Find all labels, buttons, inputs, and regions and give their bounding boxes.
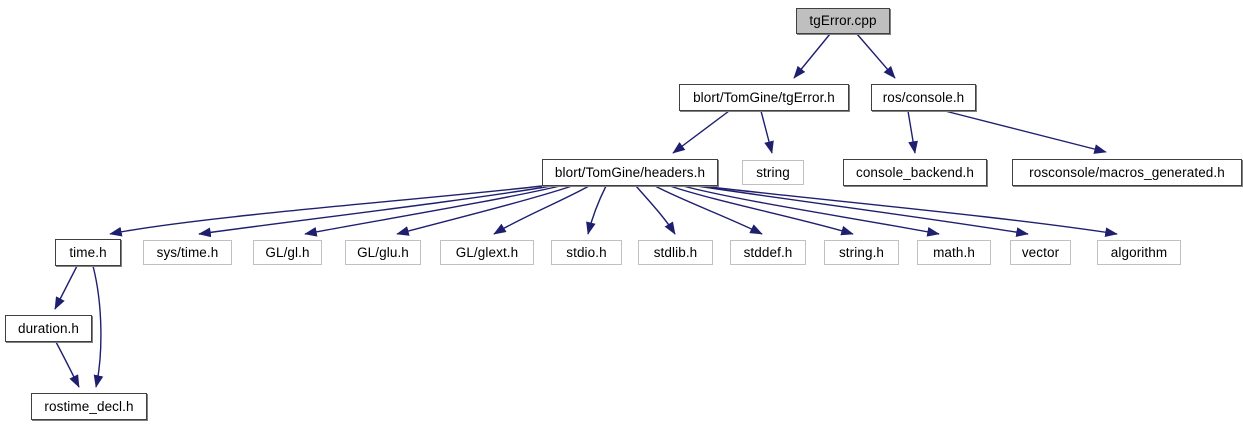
graph-edge [856, 33, 896, 79]
graph-edge [493, 185, 590, 235]
graph-node-macros-generated-h[interactable]: rosconsole/macros_generated.h [1012, 159, 1242, 186]
graph-node-label: rostime_decl.h [44, 398, 134, 414]
graph-node-label: time.h [69, 244, 107, 260]
graph-node-console-backend-h[interactable]: console_backend.h [843, 159, 987, 186]
graph-edge [672, 110, 730, 154]
graph-node-duration-h[interactable]: duration.h [5, 315, 92, 342]
graph-node-label: blort/TomGine/headers.h [554, 164, 706, 180]
graph-node-tgerror-h[interactable]: blort/TomGine/tgError.h [679, 84, 849, 111]
graph-node-ros-console-h[interactable]: ros/console.h [871, 84, 976, 111]
graph-edge [54, 265, 78, 310]
graph-edge [396, 185, 573, 236]
graph-node-tgerror-cpp[interactable]: tgError.cpp [796, 8, 890, 34]
graph-node-label: sys/time.h [156, 244, 219, 260]
graph-node-vector[interactable]: vector [1010, 240, 1071, 265]
graph-node-string[interactable]: string [742, 160, 804, 185]
graph-node-stdlib-h[interactable]: stdlib.h [638, 240, 713, 265]
graph-node-stdio-h[interactable]: stdio.h [551, 240, 622, 265]
graph-node-gl-glu-h[interactable]: GL/glu.h [345, 240, 421, 265]
graph-node-label: rosconsole/macros_generated.h [1029, 164, 1225, 180]
graph-edge [586, 185, 607, 235]
graph-node-label: blort/TomGine/tgError.h [693, 89, 835, 105]
graph-edge [944, 110, 1107, 154]
graph-node-algorithm[interactable]: algorithm [1097, 240, 1181, 265]
graph-edge [55, 341, 80, 388]
graph-node-math-h[interactable]: math.h [917, 240, 991, 265]
graph-node-stddef-h[interactable]: stddef.h [730, 240, 806, 265]
graph-node-label: math.h [933, 244, 975, 260]
graph-edge [635, 185, 676, 235]
graph-node-label: stdio.h [566, 244, 607, 260]
graph-edge [709, 186, 1118, 238]
graph-node-gl-glext-h[interactable]: GL/glext.h [440, 240, 534, 265]
graph-node-label: vector [1021, 244, 1060, 260]
graph-node-label: duration.h [17, 320, 80, 336]
graph-edge [793, 33, 831, 79]
graph-edge [654, 185, 763, 235]
graph-node-sys-time-h[interactable]: sys/time.h [143, 240, 232, 265]
graph-node-label: ros/console.h [882, 89, 965, 105]
graph-edge [682, 185, 940, 237]
graph-edge [198, 185, 552, 238]
graph-node-label: GL/gl.h [265, 244, 310, 260]
graph-node-time-h[interactable]: time.h [55, 239, 121, 266]
graph-node-label: algorithm [1110, 244, 1168, 260]
graph-node-label: string.h [838, 244, 885, 260]
graph-edge [669, 185, 854, 236]
graph-node-label: console_backend.h [855, 164, 975, 180]
graph-node-headers-h[interactable]: blort/TomGine/headers.h [542, 159, 718, 186]
graph-edge [304, 185, 561, 237]
graph-node-label: GL/glext.h [455, 244, 519, 260]
graph-node-string-h[interactable]: string.h [824, 240, 899, 265]
graph-edge [92, 265, 104, 388]
graph-edge [760, 110, 774, 154]
graph-edge [696, 185, 1029, 237]
graph-node-gl-gl-h[interactable]: GL/gl.h [253, 240, 322, 265]
graph-edge [907, 110, 918, 154]
graph-node-label: GL/glu.h [357, 244, 409, 260]
graph-node-rostime-decl-h[interactable]: rostime_decl.h [31, 393, 147, 420]
graph-node-label: tgError.cpp [809, 13, 877, 29]
graph-edge [109, 185, 543, 237]
graph-node-label: string [756, 164, 790, 180]
graph-node-label: stddef.h [743, 244, 793, 260]
graph-node-label: stdlib.h [653, 244, 698, 260]
